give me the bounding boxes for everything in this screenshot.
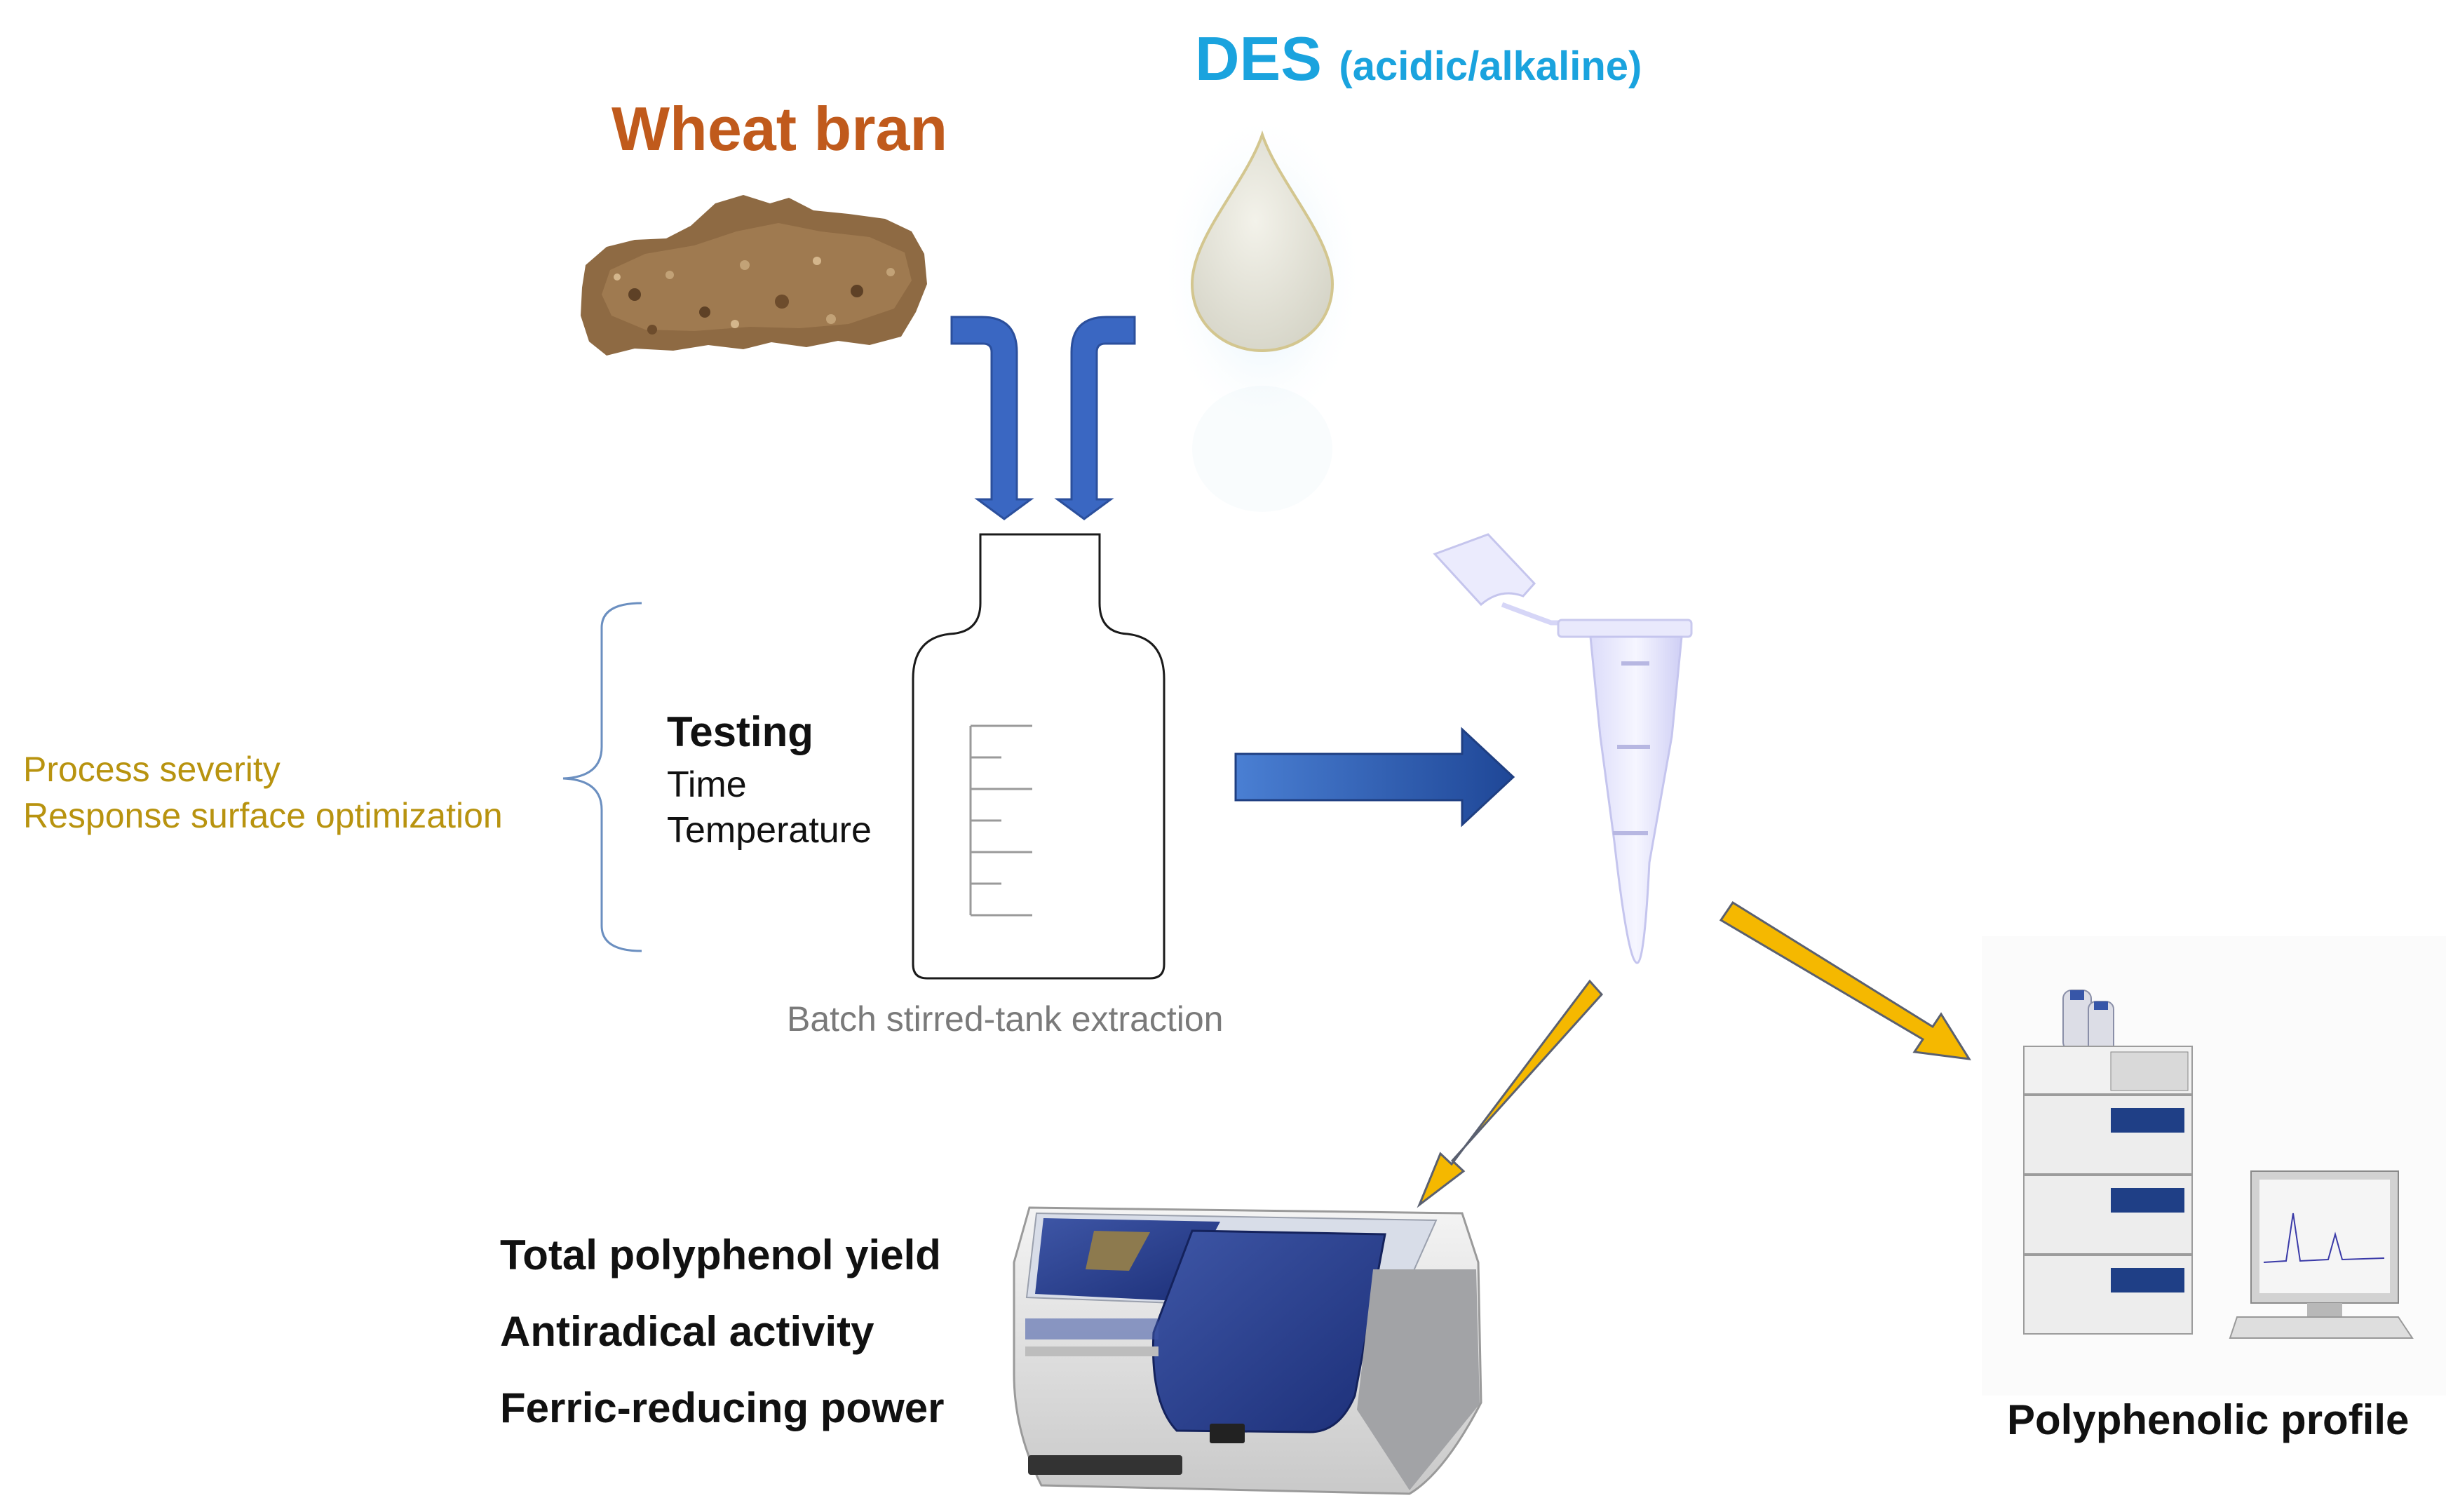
testing-item-temperature: Temperature [667, 812, 872, 849]
stirred-tank-vessel [913, 534, 1164, 978]
spectrophotometer-image [1014, 1208, 1481, 1494]
des-input-arrow [1058, 317, 1135, 519]
assay-antiradical-activity: Antiradical activity [500, 1311, 874, 1353]
des-title-subtitle: (acidic/alkaline) [1339, 43, 1642, 89]
brace-label-process-severity: Process severity [23, 752, 281, 787]
hplc-system-image [1982, 936, 2446, 1396]
wheat-bran-image [581, 195, 927, 356]
des-title-main: DES [1195, 24, 1322, 93]
wheat-bran-title: Wheat bran [612, 98, 947, 160]
testing-item-time: Time [667, 767, 747, 803]
process-arrow [1236, 729, 1513, 825]
wheat-input-arrow [952, 317, 1031, 519]
assay-total-polyphenol-yield: Total polyphenol yield [500, 1234, 941, 1276]
to-spectrophotometer-arrow [1419, 981, 1602, 1205]
brace-label-response-surface: Response surface optimization [23, 798, 503, 833]
curly-brace [563, 603, 642, 951]
hplc-caption: Polyphenolic profile [2007, 1399, 2409, 1441]
to-hplc-arrow [1721, 903, 1969, 1059]
des-title: DES (acidic/alkaline) [1195, 28, 1642, 90]
testing-heading: Testing [667, 711, 813, 753]
des-droplet-image [1161, 112, 1364, 512]
assay-ferric-reducing-power: Ferric-reducing power [500, 1387, 944, 1429]
vessel-caption: Batch stirred-tank extraction [787, 1001, 1224, 1037]
